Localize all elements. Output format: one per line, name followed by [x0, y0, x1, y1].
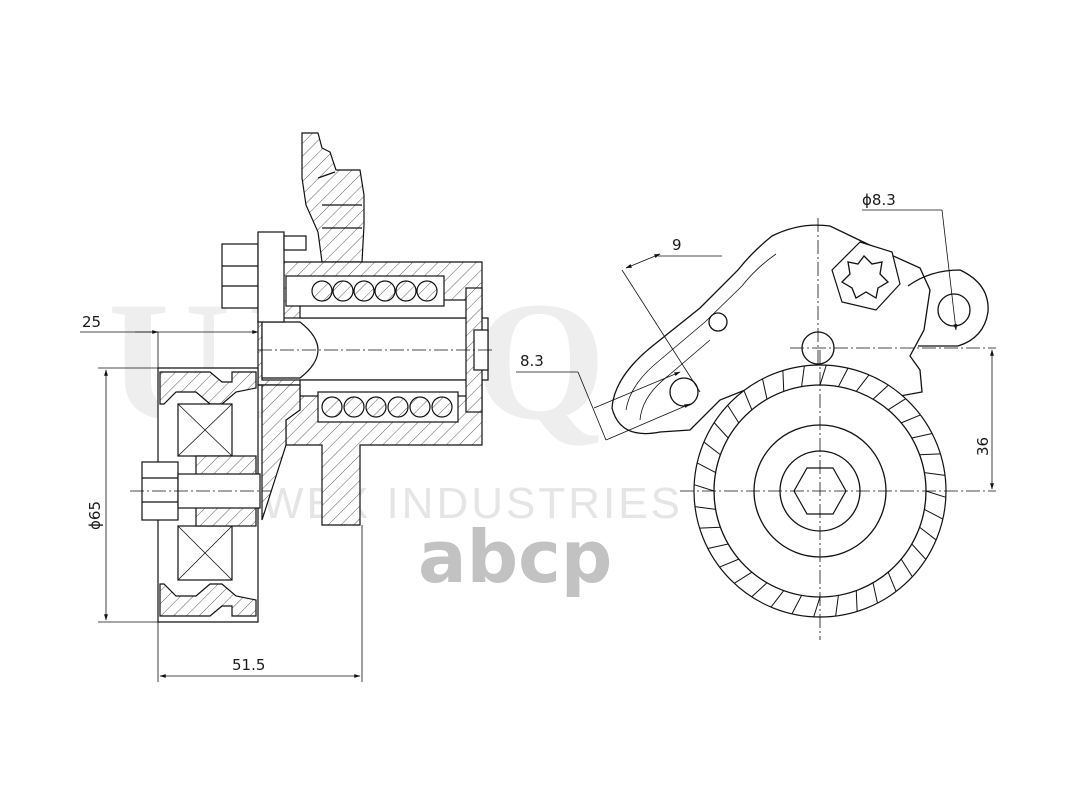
pulley-rib: [872, 384, 889, 400]
pulley-rib: [872, 582, 878, 604]
pulley-rib: [734, 571, 753, 584]
pulley-rib: [855, 590, 858, 612]
dimension-9: 9: [621, 236, 722, 393]
tensioner-arm-section: [258, 384, 301, 521]
dimension-label-diameter-8-3: ϕ8.3: [862, 191, 896, 209]
dimension-label-8-3: 8.3: [520, 352, 544, 370]
watermark-logo: abcp: [418, 515, 612, 599]
side-section-view: 25 51.5 ϕ65: [80, 132, 492, 682]
pulley-rib: [925, 490, 946, 498]
mounting-bolt-head: [221, 231, 307, 323]
spring-coils-lower: [317, 391, 459, 423]
pulley-rib: [835, 595, 839, 617]
pulley-rib: [762, 378, 768, 400]
dimension-label-diameter-65: ϕ65: [86, 501, 104, 530]
pulley-rib: [837, 367, 849, 387]
dimension-label-51-5: 51.5: [232, 656, 265, 674]
spring-coils-upper: [285, 275, 445, 307]
pin-hole: [708, 312, 728, 332]
dimension-diameter-65: ϕ65: [86, 367, 160, 623]
pulley-rib: [911, 543, 927, 560]
pulley-rib: [911, 433, 933, 439]
tensioner-arm-outline: [611, 224, 931, 435]
pulley-rib: [887, 572, 897, 592]
dimension-label-36: 36: [974, 437, 992, 456]
dimension-8-3: 8.3: [516, 352, 691, 441]
pulley-rib: [801, 365, 805, 387]
pulley-rib: [719, 558, 739, 568]
front-view: 9 8.3 ϕ8.3 36: [516, 191, 996, 640]
pulley-rib: [887, 398, 906, 411]
pulley-rib: [707, 543, 729, 549]
pulley-rib: [703, 441, 721, 456]
dimension-36: 36: [974, 349, 994, 490]
pulley-rib: [696, 462, 716, 474]
pulley-rib: [751, 582, 768, 598]
pulley-rib: [819, 365, 827, 386]
hex-bolt-top: [831, 241, 901, 311]
pulley-rib: [782, 370, 785, 392]
pulley-rib: [919, 453, 941, 456]
pulley-rib: [900, 558, 913, 577]
dimension-label-25: 25: [82, 313, 101, 331]
pulley-rib: [770, 590, 785, 608]
pulley-rib: [694, 484, 715, 492]
pulley-rib: [699, 526, 721, 529]
pulley-rib: [924, 472, 946, 476]
pulley-rib: [924, 508, 944, 520]
pulley-rib: [791, 595, 803, 615]
pulley-rib: [919, 526, 937, 541]
pulley-rib: [813, 596, 821, 617]
dimension-label-9: 9: [672, 236, 682, 254]
dimension-25: 25: [80, 313, 259, 370]
pulley-rib: [694, 506, 716, 510]
idler-pulley-front: [680, 350, 996, 640]
pulley-rib: [855, 374, 870, 392]
pulley-rib: [713, 422, 729, 439]
idler-pulley-section: [130, 367, 272, 623]
pulley-rib: [901, 414, 921, 424]
pulley-rib: [727, 405, 740, 424]
pulley-rib: [743, 390, 753, 410]
dimension-51-5: 51.5: [157, 525, 363, 682]
dimension-diameter-8-3: ϕ8.3: [862, 191, 958, 331]
pulley-ribs: [694, 365, 946, 617]
mounting-bracket: [301, 132, 365, 263]
